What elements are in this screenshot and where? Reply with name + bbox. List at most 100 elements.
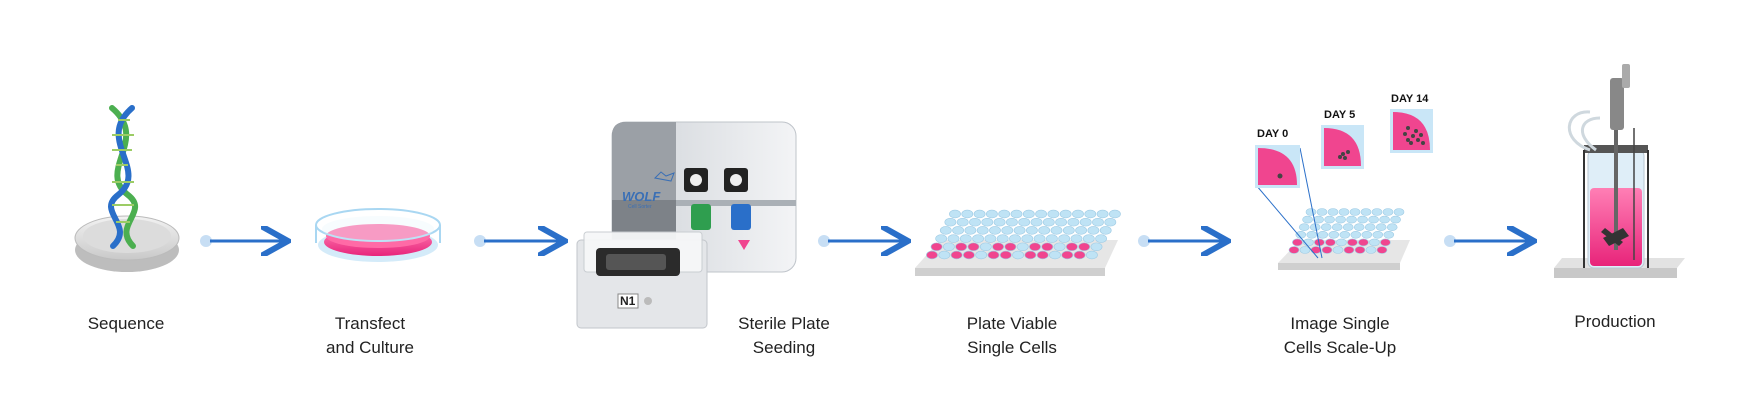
well	[1372, 231, 1384, 239]
well	[1346, 215, 1357, 224]
day-label: DAY 0	[1257, 128, 1288, 140]
well	[1393, 208, 1405, 216]
well	[1073, 250, 1086, 260]
well	[1090, 242, 1103, 252]
well	[1347, 238, 1358, 247]
well	[930, 242, 943, 252]
well	[1012, 250, 1024, 260]
well	[959, 234, 972, 243]
well	[1046, 234, 1058, 243]
cell-sorter-instrument-icon: WOLF Cell Sorter N1	[576, 121, 797, 329]
well	[1078, 242, 1091, 252]
well	[1066, 242, 1078, 252]
step-label-production: Production	[1574, 312, 1656, 331]
well	[972, 234, 984, 243]
well	[1058, 234, 1071, 243]
well	[1325, 238, 1336, 247]
well	[1082, 234, 1095, 243]
well	[993, 217, 1006, 227]
well	[1072, 209, 1084, 219]
well	[1390, 215, 1401, 224]
well	[998, 209, 1011, 219]
well	[1047, 209, 1060, 219]
well	[1062, 226, 1075, 235]
well	[1079, 217, 1092, 227]
well	[1084, 209, 1097, 219]
well	[1358, 238, 1369, 247]
well	[1033, 234, 1046, 243]
well	[1042, 217, 1055, 227]
well	[1021, 234, 1034, 243]
day-label: DAY 5	[1324, 109, 1355, 121]
well	[1099, 226, 1112, 235]
well	[1332, 246, 1344, 254]
well	[1038, 226, 1051, 235]
well	[989, 226, 1001, 235]
well	[1382, 208, 1394, 216]
day-label: DAY 14	[1391, 93, 1429, 105]
arrow-2	[474, 235, 562, 247]
well	[1096, 209, 1109, 219]
well	[979, 242, 992, 252]
well	[1353, 223, 1365, 231]
well	[992, 242, 1004, 252]
well	[1292, 238, 1303, 247]
well	[1009, 234, 1021, 243]
day-5-image: DAY 5	[1321, 109, 1364, 169]
well	[939, 226, 952, 235]
well	[1383, 231, 1395, 239]
well	[1067, 217, 1080, 227]
well	[1368, 215, 1379, 224]
well	[1317, 231, 1329, 239]
well	[1061, 250, 1074, 260]
well	[1041, 242, 1054, 252]
well	[935, 234, 948, 243]
well	[944, 217, 957, 227]
well	[1324, 215, 1335, 224]
well	[1361, 231, 1373, 239]
well	[1004, 242, 1017, 252]
instrument-brand-sub: Cell Sorter	[628, 204, 652, 210]
well	[1313, 215, 1324, 224]
well	[1331, 223, 1343, 231]
well	[1328, 231, 1340, 239]
well	[1029, 242, 1041, 252]
well	[1349, 208, 1361, 216]
well	[1375, 223, 1387, 231]
well	[1030, 217, 1043, 227]
dna-dish-icon	[74, 105, 180, 272]
well	[1357, 215, 1368, 224]
well	[1018, 217, 1031, 227]
well	[949, 209, 961, 219]
well	[1036, 250, 1049, 260]
day-14-image: DAY 14	[1390, 93, 1433, 153]
well	[969, 217, 981, 227]
well	[1379, 215, 1390, 224]
well	[961, 209, 974, 219]
well	[1327, 208, 1339, 216]
well	[926, 250, 938, 260]
well	[1086, 250, 1098, 260]
well	[1302, 215, 1313, 224]
well	[1059, 209, 1072, 219]
well	[1299, 246, 1311, 254]
well	[984, 234, 997, 243]
day-0-image: DAY 0	[1255, 128, 1300, 188]
well	[1380, 238, 1391, 247]
well	[952, 226, 964, 235]
well-plate-icon	[915, 209, 1121, 276]
well	[999, 250, 1012, 260]
well	[1386, 223, 1398, 231]
well	[950, 250, 963, 260]
well	[981, 217, 994, 227]
well	[1343, 246, 1355, 254]
well	[1339, 231, 1351, 239]
well	[1075, 226, 1087, 235]
well	[963, 250, 975, 260]
well	[1298, 223, 1310, 231]
well	[1013, 226, 1026, 235]
